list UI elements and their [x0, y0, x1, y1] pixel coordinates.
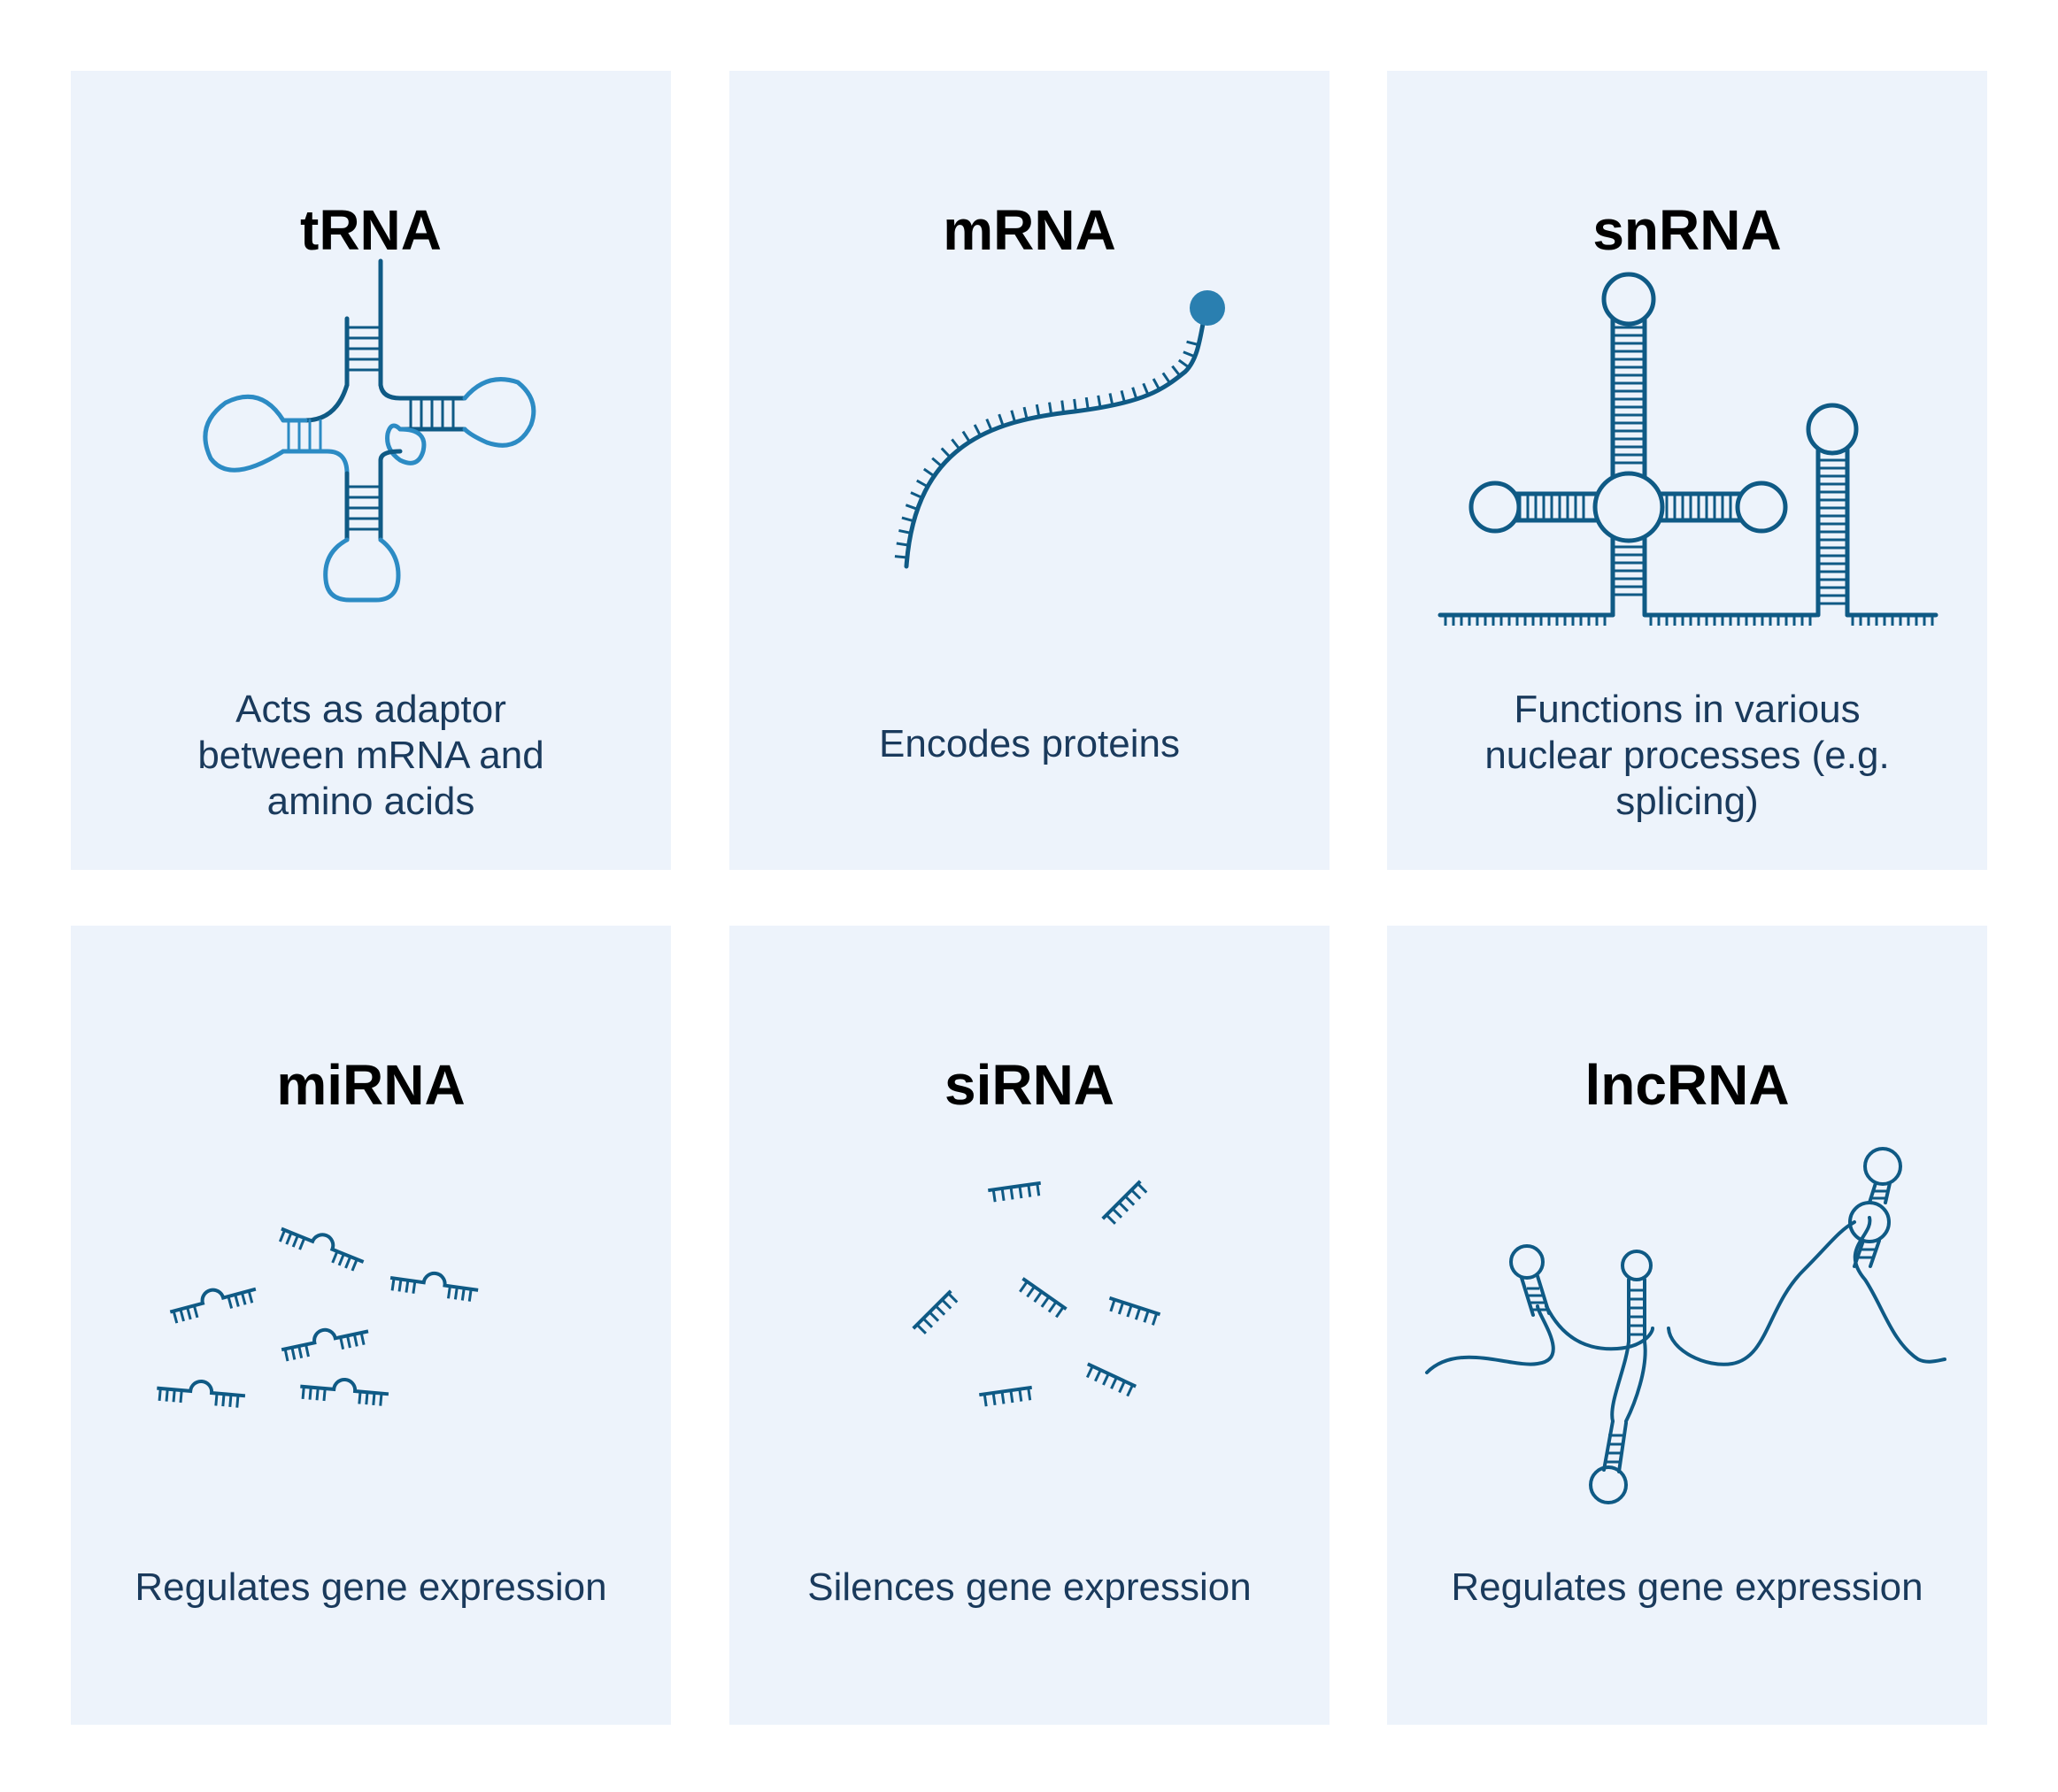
card-description: Regulates gene expression — [1451, 1565, 1923, 1609]
lncrna-hairpins-icon — [1425, 1147, 1946, 1504]
card-title: tRNA — [300, 198, 442, 262]
card-trna: tRNA — [71, 71, 671, 870]
card-description: Encodes proteins — [879, 722, 1180, 765]
card-description: Functions in various nuclear processes (… — [1484, 688, 1890, 823]
card-title: mRNA — [943, 198, 1116, 262]
snrna-structure-icon — [1438, 272, 1939, 626]
card-title: snRNA — [1592, 198, 1782, 262]
card-title: miRNA — [276, 1053, 466, 1117]
card-mirna: miRNA Regulates gene expression — [71, 926, 671, 1725]
card-title: siRNA — [944, 1053, 1115, 1117]
card-sirna: siRNA Silences gene expression — [729, 926, 1330, 1725]
card-lncrna: lncRNA — [1387, 926, 1987, 1725]
card-title: lncRNA — [1584, 1053, 1790, 1117]
mirna-fragments-icon — [157, 1227, 479, 1408]
card-snrna: snRNA — [1387, 71, 1987, 870]
mrna-strand-icon — [894, 290, 1225, 569]
card-description: Regulates gene expression — [135, 1565, 607, 1609]
trna-cloverleaf-icon — [203, 258, 536, 603]
card-description: Acts as adaptor between mRNA and amino a… — [197, 688, 544, 823]
card-description: Silences gene expression — [807, 1565, 1252, 1609]
sirna-fragments-icon — [912, 1180, 1161, 1407]
card-mrna: mRNA Encodes proteins — [729, 71, 1330, 870]
